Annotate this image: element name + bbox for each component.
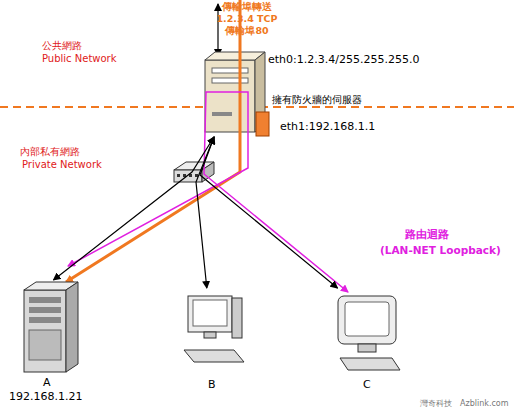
- loopback-label: 路由迴路: [405, 229, 449, 241]
- watermark: Azblink.com: [460, 398, 509, 410]
- host-name: B: [208, 378, 216, 391]
- ip-address: 192.168.1.21: [9, 390, 82, 403]
- region-label: 內部私有網路: [20, 146, 80, 158]
- region-label: 公共網路: [42, 40, 82, 52]
- region-label: Private Network: [22, 159, 102, 171]
- host-c: C: [330, 288, 405, 392]
- region-label: Public Network: [42, 53, 117, 65]
- network-link: [54, 137, 215, 280]
- server-label: 擁有防火牆的伺服器: [272, 93, 362, 106]
- port-forward-path: [66, 0, 240, 282]
- host-a: A192.168.1.21: [15, 280, 85, 404]
- loopback-label: (LAN-NET Loopback): [380, 244, 501, 256]
- interface-label: eth0:1.2.3.4/255.255.255.0: [268, 53, 419, 66]
- host-b: B: [178, 288, 250, 392]
- interface-label: eth1:192.168.1.1: [280, 120, 375, 133]
- network-link: [196, 137, 214, 288]
- watermark: 灣奇科技: [420, 398, 452, 410]
- port-forward-note: 傳輸埠轉送 1.2.3.4 TCP 傳輸埠80: [214, 1, 280, 37]
- computer-c-icon: [338, 296, 400, 370]
- network-link: [200, 137, 338, 288]
- firewall-server-icon: [205, 52, 269, 136]
- host-name: C: [363, 378, 371, 391]
- computer-b-icon: [184, 296, 244, 362]
- switch-icon: [174, 162, 214, 182]
- firewall-server: eth0:1.2.3.4/255.255.255.0擁有防火牆的伺服器eth1:…: [200, 55, 270, 137]
- server-a-icon: [24, 282, 78, 372]
- host-name: A: [43, 376, 51, 389]
- internet-link: [217, 4, 218, 56]
